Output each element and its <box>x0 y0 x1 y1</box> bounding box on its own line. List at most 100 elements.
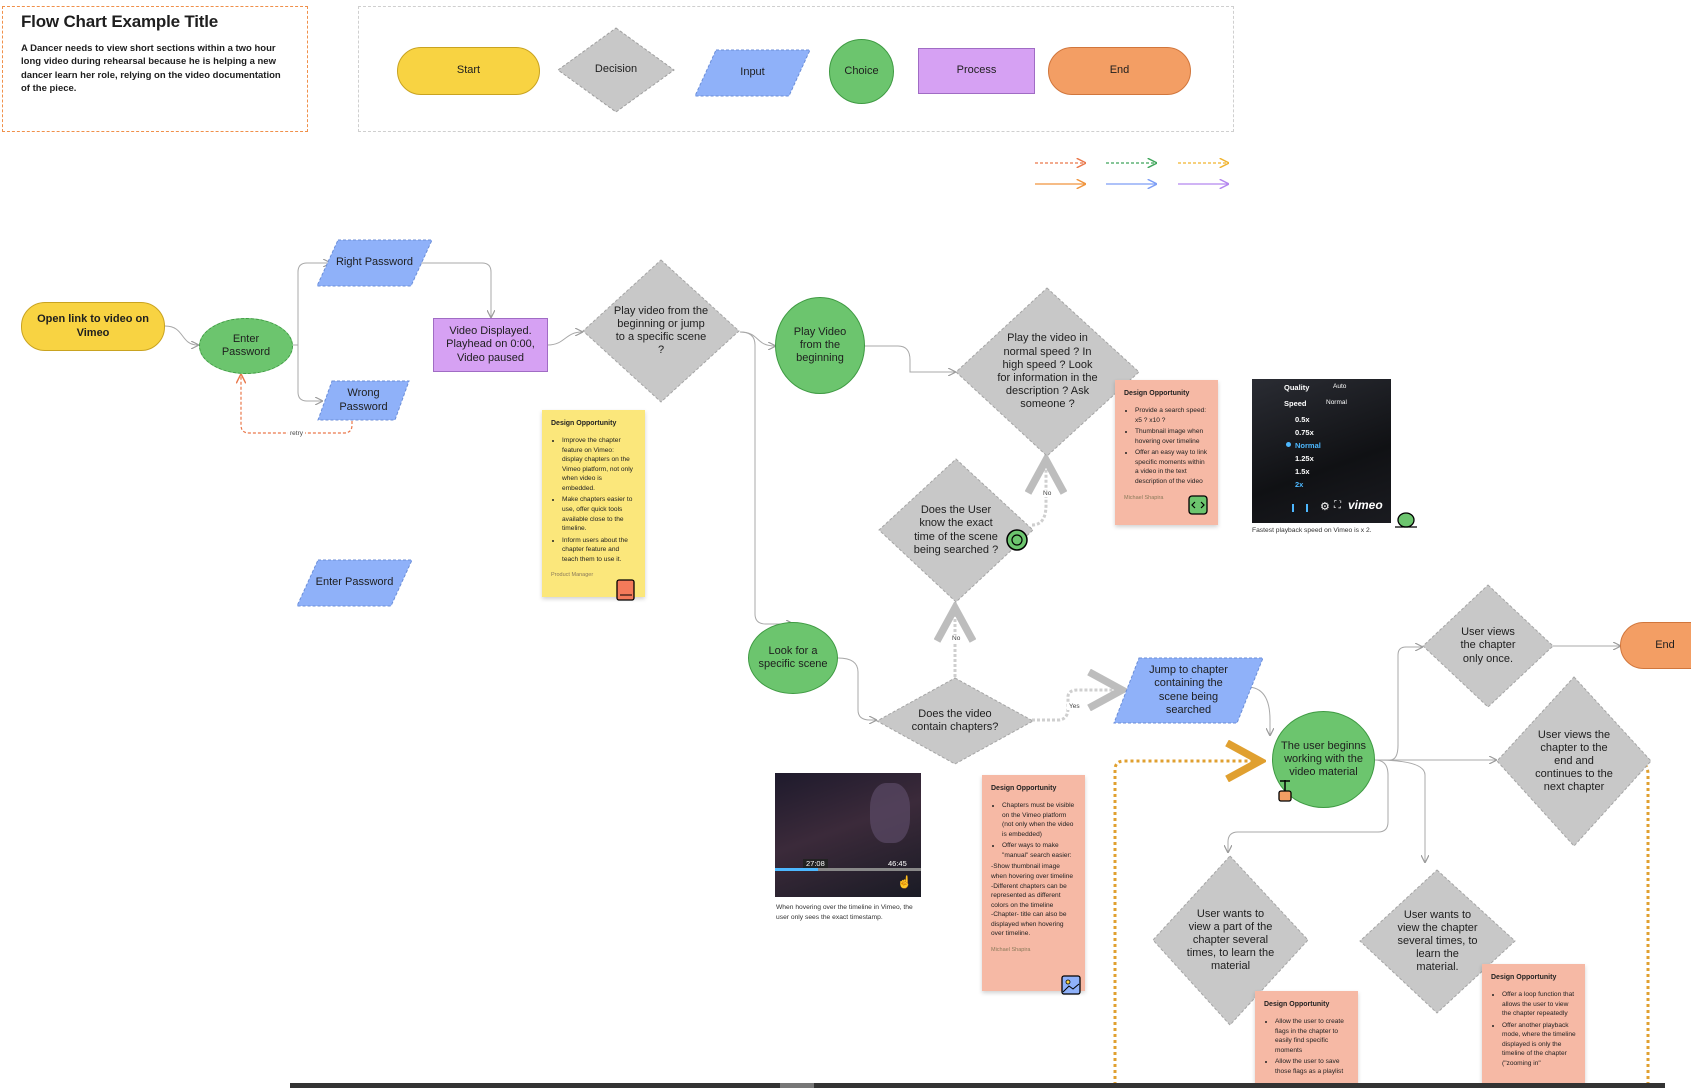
vimeo-quality-value: Auto <box>1333 383 1347 390</box>
node-view-part-label: User wants to view a part of the chapter… <box>1186 907 1275 973</box>
legend-start[interactable]: Start <box>397 47 540 95</box>
page-title: Flow Chart Example Title <box>21 12 219 31</box>
link-working-to-part <box>1228 759 1389 852</box>
note-author: Michael Shapira <box>991 946 1031 953</box>
smiley-sticker-icon <box>1006 529 1028 551</box>
node-enter-password-input[interactable]: Enter Password <box>296 559 413 607</box>
video-duration: 46:45 <box>888 859 907 868</box>
plunger-sticker-icon <box>1278 780 1292 802</box>
node-jump-chapter-label: Jump to chapter containing the scene bei… <box>1149 664 1228 716</box>
node-play-beginning-label: Play Video from the beginning <box>793 325 847 365</box>
legend-start-label: Start <box>456 64 481 77</box>
code-file-sticker-icon <box>1188 495 1208 515</box>
node-normal-speed-label: Play the video in normal speed ? In high… <box>997 332 1098 411</box>
node-look-scene[interactable]: Look for a specific scene <box>748 622 838 694</box>
link-displayed-to-decision <box>547 332 582 346</box>
legend-choice[interactable]: Choice <box>829 39 894 104</box>
note-title: Design Opportunity <box>1491 974 1557 981</box>
sticky-note-flags[interactable]: Design Opportunity Allow the user to cre… <box>1255 991 1358 1083</box>
snail-sticker-icon <box>1395 512 1417 528</box>
node-open-link[interactable]: Open link to video on Vimeo <box>21 302 165 351</box>
note-item: Offer another playback mode, where the t… <box>1502 1021 1576 1069</box>
video-timeline-caption: When hovering over the timeline in Vimeo… <box>776 904 913 921</box>
node-contain-chapters-label: Does the video contain chapters? <box>911 707 999 733</box>
horizontal-scrollbar[interactable] <box>290 1083 1665 1088</box>
image-sticker-icon <box>1061 975 1081 995</box>
node-view-several-label: User wants to view the chapter several t… <box>1397 908 1478 974</box>
vimeo-speed-option: 0.5x <box>1295 415 1310 424</box>
legend-process-label: Process <box>956 64 997 77</box>
node-enter-password-label: Enter Password <box>221 332 271 358</box>
link-right-to-displayed <box>418 262 491 317</box>
vimeo-speed-caption: Fastest playback speed on Vimeo is x 2. <box>1252 527 1372 534</box>
vimeo-speed-option: 1.25x <box>1295 454 1314 463</box>
scrollbar-thumb[interactable] <box>780 1083 814 1088</box>
book-sticker-icon <box>616 579 635 601</box>
node-play-or-jump-label: Play video from the beginning or jump to… <box>613 304 709 357</box>
legend-process[interactable]: Process <box>918 48 1035 94</box>
node-end[interactable]: End <box>1620 622 1691 669</box>
note-title: Design Opportunity <box>1124 390 1190 397</box>
node-views-continues[interactable]: User views the chapter to the end and co… <box>1496 676 1652 847</box>
fullscreen-icon: ⛶ <box>1334 500 1341 511</box>
note-item: Allow the user to create flags in the ch… <box>1275 1017 1349 1055</box>
node-contain-chapters[interactable]: Does the video contain chapters? <box>875 677 1035 765</box>
legend-end[interactable]: End <box>1048 47 1191 95</box>
vimeo-speed-option-selected: Normal <box>1295 441 1321 450</box>
legend-decision[interactable]: Decision <box>557 27 675 113</box>
cursor-hand-icon: ☝ <box>897 875 912 889</box>
node-normal-speed[interactable]: Play the video in normal speed ? In high… <box>955 287 1140 457</box>
node-views-continues-label: User views the chapter to the end and co… <box>1535 728 1613 794</box>
node-view-part[interactable]: User wants to view a part of the chapter… <box>1152 855 1309 1026</box>
note-item: Offer ways to make "manual" search easie… <box>1002 841 1076 860</box>
note-title: Design Opportunity <box>991 785 1057 792</box>
vimeo-speed-menu-image: Quality Auto Speed Normal 0.5x 0.75x Nor… <box>1252 379 1391 523</box>
vimeo-speed-option: 1.5x <box>1295 467 1310 476</box>
link-decision-to-look <box>739 331 793 624</box>
vimeo-logo: vimeo <box>1348 498 1383 512</box>
node-views-once[interactable]: User views the chapter only once. <box>1422 584 1554 708</box>
vimeo-quality-label: Quality <box>1284 383 1310 392</box>
link-decision-to-play <box>739 331 775 346</box>
legend-arrows <box>1035 163 1228 184</box>
node-right-password-label: Right Password <box>335 256 414 269</box>
node-enter-password[interactable]: Enter Password <box>199 318 293 374</box>
vimeo-speed-value: Normal <box>1326 399 1347 406</box>
page-description: A Dancer needs to view short sections wi… <box>21 43 281 94</box>
legend-choice-label: Choice <box>844 64 879 77</box>
node-views-once-label: User views the chapter only once. <box>1460 626 1516 665</box>
node-video-displayed[interactable]: Video Displayed. Playhead on 0:00, Video… <box>433 318 548 372</box>
node-open-link-label: Open link to video on Vimeo <box>37 313 149 339</box>
legend-decision-label: Decision <box>594 63 638 76</box>
sticky-note-speed[interactable]: Design Opportunity Provide a search spee… <box>1115 380 1218 525</box>
legend-input[interactable]: Input <box>694 49 811 97</box>
node-know-time-label: Does the User know the exact time of the… <box>913 504 999 556</box>
vimeo-speed-label: Speed <box>1284 399 1307 408</box>
link-password-to-right <box>293 263 330 346</box>
hover-timestamp: 27:08 <box>803 859 828 868</box>
label-no-bottom: No <box>950 635 963 642</box>
node-wrong-password[interactable]: Wrong Password <box>317 380 410 421</box>
node-working-label: The user beginns working with the video … <box>1281 739 1366 779</box>
node-play-or-jump[interactable]: Play video from the beginning or jump to… <box>582 259 740 403</box>
note-item: Chapters must be visible on the Vimeo pl… <box>1002 801 1076 839</box>
link-chapters-yes <box>1032 690 1122 722</box>
node-play-beginning[interactable]: Play Video from the beginning <box>775 297 865 394</box>
legend-end-label: End <box>1109 64 1130 77</box>
link-password-to-wrong <box>297 345 322 401</box>
note-extra: -Show thumbnail image when hovering over… <box>991 863 1074 938</box>
link-open-to-password <box>164 325 198 345</box>
link-look-to-chapters <box>837 657 876 720</box>
node-right-password[interactable]: Right Password <box>316 239 433 287</box>
selected-radio-icon <box>1286 442 1291 447</box>
node-view-several[interactable]: User wants to view the chapter several t… <box>1359 869 1516 1014</box>
sticky-note-chapters-feature[interactable]: Design Opportunity Improve the chapter f… <box>542 410 645 597</box>
note-author: Michael Shapira <box>1124 494 1164 501</box>
gear-icon: ⚙ <box>1320 501 1330 513</box>
sticky-note-chapters-visible[interactable]: Design Opportunity Chapters must be visi… <box>982 775 1085 991</box>
node-wrong-password-label: Wrong Password <box>339 387 388 413</box>
node-jump-chapter[interactable]: Jump to chapter containing the scene bei… <box>1113 657 1264 724</box>
sticky-note-loop[interactable]: Design Opportunity Offer a loop function… <box>1482 964 1585 1083</box>
node-know-time[interactable]: Does the User know the exact time of the… <box>878 458 1034 603</box>
